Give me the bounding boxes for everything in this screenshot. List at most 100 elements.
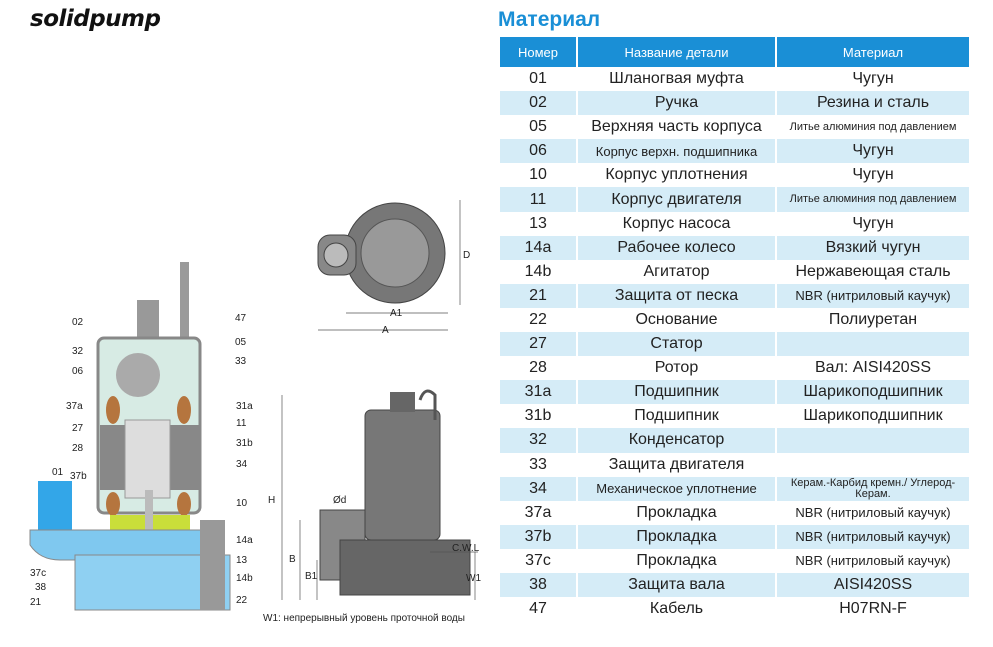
part-material: Чугун <box>776 139 969 164</box>
part-callout-label: 21 <box>30 597 42 608</box>
part-callout-label: 14b <box>236 573 253 584</box>
part-number: 13 <box>500 211 578 236</box>
part-name: Шланогвая муфта <box>577 67 777 92</box>
part-number: 14a <box>500 235 578 260</box>
part-material <box>776 332 969 357</box>
part-name: Подшипник <box>577 380 777 405</box>
part-number: 31a <box>500 380 578 405</box>
part-number: 28 <box>500 356 578 381</box>
part-material: NBR (нитриловый каучук) <box>776 283 969 308</box>
part-callout-label: 37a <box>66 401 83 412</box>
part-number: 14b <box>500 259 578 284</box>
dimension-label: A1 <box>390 308 403 319</box>
part-name: Механическое уплотнение <box>577 476 777 501</box>
dimension-label: D <box>463 250 471 261</box>
part-callout-label: 02 <box>72 317 84 328</box>
part-name: Основание <box>577 307 777 333</box>
part-number: 11 <box>500 187 578 212</box>
part-callout-label: 13 <box>236 555 248 566</box>
cross-section-diagram <box>29 262 231 611</box>
part-name: Статор <box>577 332 777 357</box>
part-name: Ручка <box>577 91 777 116</box>
part-number: 34 <box>500 476 578 501</box>
part-material: Чугун <box>852 70 894 88</box>
part-number: 06 <box>500 139 578 164</box>
part-number: 33 <box>500 452 578 477</box>
part-material: Вязкий чугун <box>776 235 969 260</box>
part-number: 37c <box>500 548 578 573</box>
part-name: Прокладка <box>577 500 777 525</box>
part-material <box>776 453 969 477</box>
part-material: NBR (нитриловый каучук) <box>795 505 951 521</box>
part-material: Литье алюминия под давлением <box>789 120 957 133</box>
part-number: 01 <box>500 67 578 92</box>
part-name: Корпус насоса <box>577 211 777 236</box>
part-material <box>776 428 969 453</box>
part-material: NBR (нитриловый каучук) <box>795 553 951 569</box>
part-number: 10 <box>500 163 578 188</box>
part-material: Чугун <box>852 214 894 232</box>
part-number: 22 <box>500 307 578 333</box>
part-callout-label: 27 <box>72 423 84 434</box>
dimension-label: B1 <box>305 571 318 582</box>
part-name: Прокладка <box>577 524 777 549</box>
part-name: Корпус уплотнения <box>577 163 777 188</box>
part-name: Кабель <box>577 597 777 622</box>
header-material: Материал <box>776 37 969 67</box>
side-view-diagram <box>281 389 478 600</box>
part-callout-label: 37b <box>70 471 87 482</box>
part-number: 27 <box>500 332 578 357</box>
part-material: Полиуретан <box>828 310 918 328</box>
dimension-label: A <box>382 325 389 336</box>
part-name: Защита двигателя <box>577 452 777 477</box>
part-callout-label: 31a <box>236 401 253 412</box>
part-callout-label: 38 <box>35 582 47 593</box>
part-number: 47 <box>500 597 578 622</box>
part-material: AISI420SS <box>776 572 969 598</box>
part-number: 32 <box>500 428 578 453</box>
part-number: 31b <box>500 404 578 429</box>
header-part-name: Название детали <box>577 37 777 67</box>
part-name: Верхняя часть корпуса <box>577 115 777 140</box>
top-view-diagram <box>317 200 461 331</box>
part-callout-label: 37c <box>30 568 47 579</box>
part-callout-label: 01 <box>52 467 64 478</box>
part-name: Рабочее колесо <box>577 235 777 260</box>
part-callout-label: 22 <box>236 595 248 606</box>
part-callout-label: 10 <box>236 498 248 509</box>
page-title: Материал <box>498 8 601 31</box>
part-name: Конденсатор <box>577 428 777 453</box>
part-name: Защита от песка <box>577 283 777 308</box>
part-callout-label: 31b <box>236 438 253 449</box>
part-callout-label: 34 <box>236 459 248 470</box>
part-name: Подшипник <box>577 404 777 429</box>
part-material: Резина и сталь <box>776 91 969 116</box>
part-material: Литье алюминия под давлением <box>776 187 969 212</box>
part-callout-label: 28 <box>72 443 84 454</box>
part-callout-label: 32 <box>72 346 84 357</box>
part-name: Защита вала <box>577 572 777 598</box>
part-number: 37b <box>500 524 578 549</box>
part-callout-label: 33 <box>235 356 247 367</box>
part-number: 38 <box>500 572 578 598</box>
part-callout-label: 11 <box>236 418 247 429</box>
brand-logo: solidpump <box>30 6 161 32</box>
